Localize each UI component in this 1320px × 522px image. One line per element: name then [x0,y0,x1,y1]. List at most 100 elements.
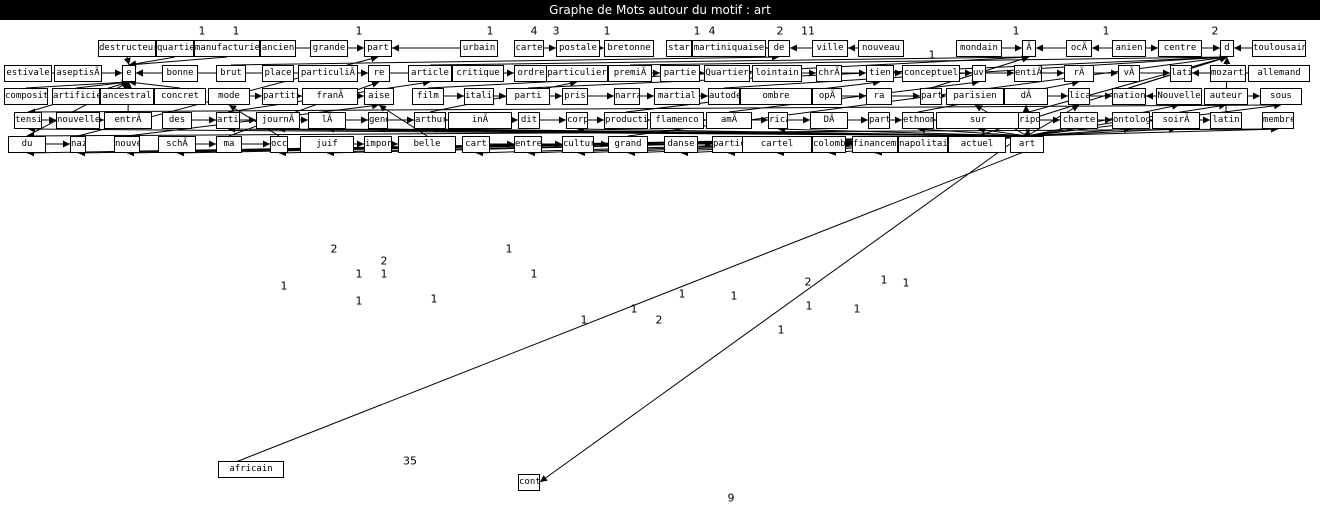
graph-node[interactable]: aise [364,88,394,105]
graph-node[interactable]: dÃ [1004,88,1048,105]
graph-node[interactable]: gende [368,112,388,129]
graph-node[interactable]: partes [868,112,890,129]
graph-node[interactable]: cart [462,136,490,153]
graph-node[interactable]: article [408,65,452,82]
graph-node[interactable]: allemand [1248,65,1310,82]
graph-node[interactable]: lointain [752,65,802,82]
graph-node[interactable]: sur [936,112,1020,129]
graph-node[interactable]: danse [664,136,698,153]
graph-node[interactable]: sous [1260,88,1302,105]
graph-node[interactable]: art [1010,136,1044,153]
graph-node[interactable]: importante [364,136,392,153]
graph-node[interactable]: production [604,112,648,129]
graph-node[interactable]: brut [216,65,246,82]
graph-node[interactable]: martiniquaise [692,40,766,57]
graph-node[interactable]: auteur [1204,88,1248,105]
graph-node[interactable]: opÃ [812,88,842,105]
graph-node[interactable]: parisien [946,88,1004,105]
graph-node[interactable]: ordre [514,65,548,82]
graph-node[interactable]: nouvel [114,136,140,153]
graph-node[interactable]: ville [812,40,848,57]
graph-node[interactable]: flamenco [650,112,704,129]
graph-node[interactable]: ma [216,136,242,153]
graph-node[interactable]: occidental [270,136,288,153]
graph-node[interactable]: autodestructif [708,88,740,105]
graph-node[interactable]: tension [14,112,42,129]
graph-node[interactable]: particulier [546,65,608,82]
graph-node[interactable]: re [368,65,390,82]
graph-node[interactable]: urbain [460,40,498,57]
graph-node[interactable]: latin [1210,112,1242,129]
graph-node[interactable]: belle [398,136,456,153]
graph-node[interactable]: corporel [566,112,588,129]
graph-node[interactable]: narratif [614,88,640,105]
graph-node[interactable]: quartier [156,40,194,57]
graph-node[interactable]: centre [1158,40,1202,57]
graph-node[interactable]: postale [556,40,600,57]
graph-node[interactable]: bonne [162,65,198,82]
graph-node[interactable]: schÃ [158,136,196,153]
graph-node[interactable]: soirÃ [1152,112,1200,129]
graph-node[interactable]: culture [562,136,594,153]
graph-node[interactable]: artificiel [52,88,100,105]
graph-node[interactable]: uvre [972,65,986,82]
graph-node[interactable]: vÃ [1118,65,1140,82]
graph-node[interactable]: de [768,40,790,57]
graph-node[interactable]: concret [154,88,206,105]
graph-node[interactable]: DÃ [810,112,848,129]
graph-node[interactable]: nazi [70,136,86,153]
graph-node[interactable]: ontologie [1112,112,1150,129]
graph-node[interactable]: premiÃ [608,65,652,82]
graph-node[interactable]: participatif [920,88,942,105]
graph-node[interactable]: riposte [1018,112,1040,129]
graph-node[interactable]: ra [866,88,892,105]
graph-node[interactable]: Quartier [704,65,750,82]
graph-node[interactable]: entiÃ [1014,65,1042,82]
graph-node[interactable]: particuliÃ [298,65,358,82]
graph-node[interactable]: lation [1170,65,1192,82]
graph-node[interactable]: arthurienne [414,112,446,129]
graph-node[interactable]: amÃ [706,112,752,129]
graph-node[interactable]: ancestral [100,88,154,105]
graph-node[interactable]: colombien [812,136,846,153]
graph-node[interactable]: ombre [740,88,812,105]
graph-node[interactable]: toulousain [1252,40,1306,57]
graph-node[interactable]: du [8,136,46,153]
graph-node[interactable]: juif [300,136,354,153]
graph-node[interactable]: grande [310,40,348,57]
graph-node[interactable]: financement [852,136,898,153]
graph-node[interactable]: dit [518,112,540,129]
graph-node[interactable]: africain [218,461,284,478]
graph-node[interactable]: part [364,40,392,57]
graph-node[interactable]: italien [464,88,494,105]
graph-node[interactable]: Nouvelle [1156,88,1202,105]
graph-node[interactable]: rÃ [1064,65,1094,82]
graph-node[interactable]: participative [712,136,744,153]
graph-node[interactable]: critique [452,65,504,82]
graph-node[interactable]: tien [866,65,894,82]
graph-node[interactable]: compositeur [4,88,48,105]
graph-node[interactable]: Ã [1022,40,1036,57]
graph-node[interactable]: anien [1112,40,1146,57]
graph-node[interactable]: entre [514,136,542,153]
graph-node[interactable]: star [666,40,692,57]
graph-node[interactable]: partie [660,65,700,82]
graph-node[interactable]: national [1112,88,1146,105]
graph-node[interactable]: nouvelle [56,112,100,129]
graph-node[interactable]: mozartienne [1210,65,1246,82]
graph-node[interactable]: destructeur [98,40,156,57]
graph-node[interactable]: chrÃ [816,65,842,82]
graph-node[interactable]: inÃ [448,112,512,129]
graph-canvas[interactable]: destructeurquartiermanufacturiesancien gr… [0,20,1320,522]
graph-node[interactable]: partition [262,88,298,105]
graph-node[interactable]: mode [208,88,250,105]
graph-node[interactable]: manufacturies [194,40,260,57]
graph-node[interactable]: ancien [260,40,296,57]
graph-node[interactable]: parti [506,88,550,105]
graph-node[interactable]: contemporain [518,474,540,491]
graph-node[interactable]: grand [608,136,648,153]
graph-node[interactable]: lÃ [308,112,346,129]
graph-node[interactable]: nouveau [858,40,904,57]
graph-node[interactable]: mondain [956,40,1002,57]
graph-node[interactable]: estivale [4,65,52,82]
